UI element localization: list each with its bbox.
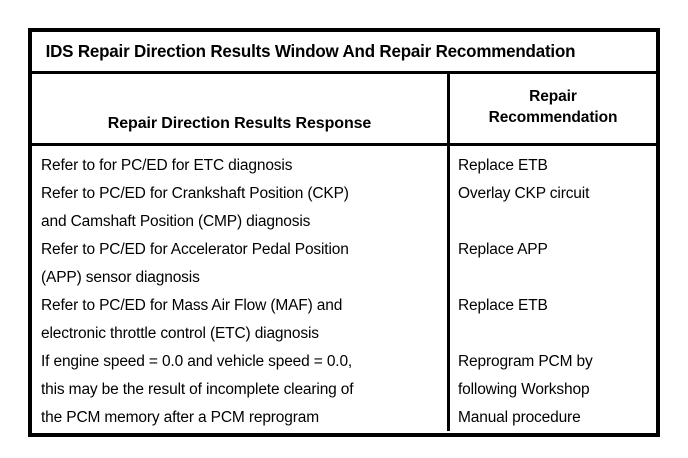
table-header-row: Repair Direction Results Response Repair… (32, 74, 656, 146)
response-line: Refer to PC/ED for Mass Air Flow (MAF) a… (41, 297, 343, 314)
response-line: the PCM memory after a PCM reprogram (41, 409, 319, 426)
response-line: Refer to PC/ED for Crankshaft Position (… (41, 185, 349, 202)
table-title-row: IDS Repair Direction Results Window And … (32, 32, 656, 74)
table-body: Refer to for PC/ED for ETC diagnosis Ref… (32, 146, 656, 431)
response-line: (APP) sensor diagnosis (41, 269, 200, 286)
column-header-recommendation: Repair Recommendation (450, 74, 656, 143)
recommendation-line: Replace ETB (458, 157, 548, 174)
recommendation-line: Replace ETB (458, 297, 548, 314)
column-header-response: Repair Direction Results Response (32, 74, 450, 143)
response-line: electronic throttle control (ETC) diagno… (41, 325, 319, 342)
column-header-recommendation-label-line2: Recommendation (488, 108, 618, 126)
response-line: this may be the result of incomplete cle… (41, 381, 354, 398)
response-line: Refer to PC/ED for Accelerator Pedal Pos… (41, 241, 349, 258)
response-line: and Camshaft Position (CMP) diagnosis (41, 213, 311, 230)
recommendation-line: Reprogram PCM by (458, 353, 593, 370)
recommendation-line: Overlay CKP circuit (458, 185, 590, 202)
recommendation-line: following Workshop (458, 381, 590, 398)
recommendation-column: Replace ETB Overlay CKP circuit Replace … (450, 146, 656, 431)
column-header-recommendation-label-line1: Repair (529, 87, 577, 105)
response-line: Refer to for PC/ED for ETC diagnosis (41, 157, 293, 174)
column-header-response-label: Repair Direction Results Response (107, 115, 372, 132)
response-line: If engine speed = 0.0 and vehicle speed … (41, 353, 353, 370)
recommendation-line: Manual procedure (458, 409, 581, 426)
page-title: IDS Repair Direction Results Window And … (45, 41, 576, 61)
recommendation-line: Replace APP (458, 241, 548, 258)
repair-direction-table: IDS Repair Direction Results Window And … (28, 28, 660, 437)
response-column: Refer to for PC/ED for ETC diagnosis Ref… (32, 146, 450, 431)
